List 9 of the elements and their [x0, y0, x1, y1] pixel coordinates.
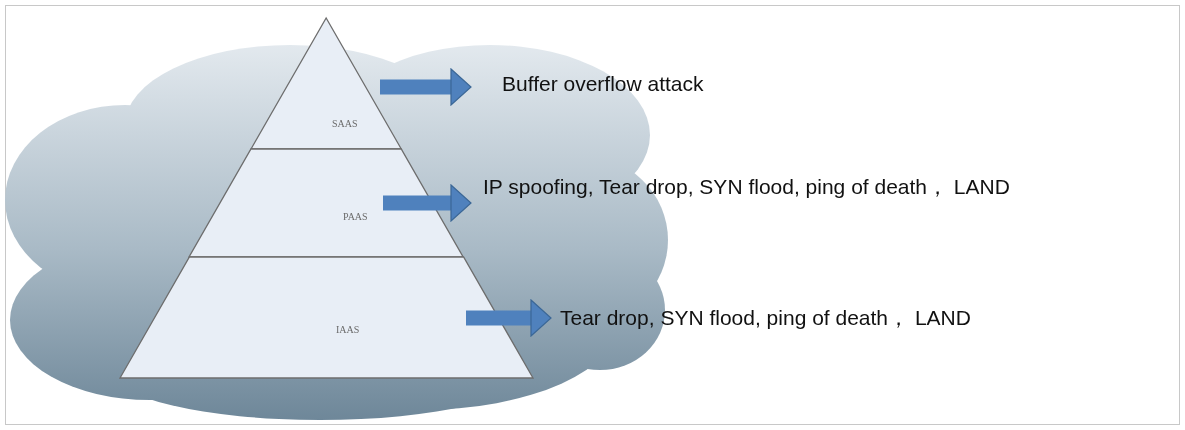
pyramid-layer: SAAS — [250, 18, 402, 149]
block-arrow — [383, 184, 472, 222]
pyramid-layer: IAAS — [119, 257, 533, 378]
attack-label: Tear drop, SYN flood, ping of death， LAND — [552, 305, 971, 331]
attack-label: IP spoofing, Tear drop, SYN flood, ping of death， LAND — [472, 174, 1010, 200]
block-arrow — [380, 68, 472, 106]
block-arrow — [466, 299, 552, 337]
pyramid-layer: PAAS — [188, 149, 464, 257]
attack-label: Buffer overflow attack — [472, 71, 704, 97]
